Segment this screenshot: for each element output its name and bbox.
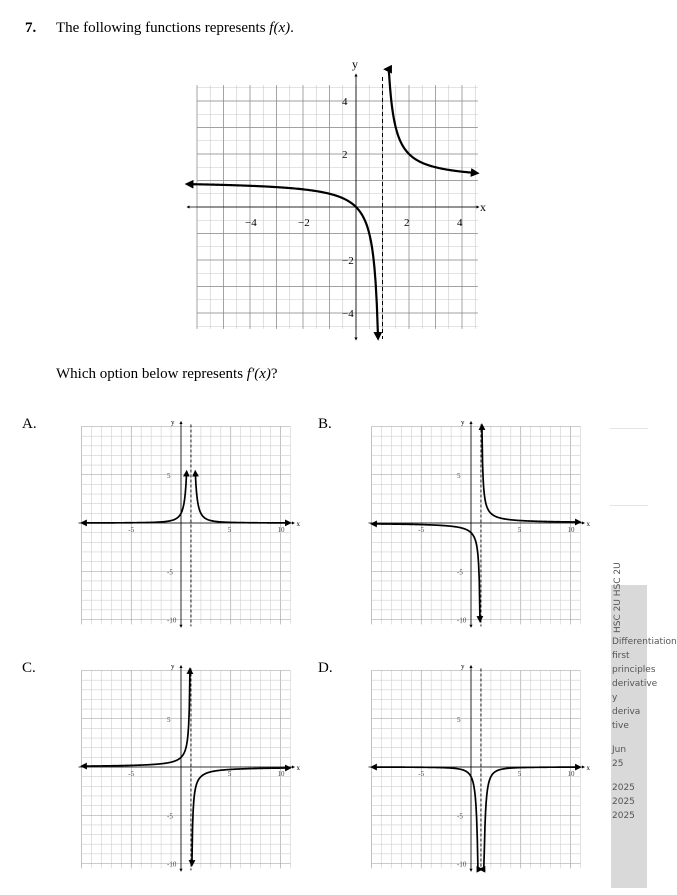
y-tick-label: -5	[167, 568, 173, 576]
curve-branch	[478, 763, 582, 873]
x-tick-label: 5	[228, 526, 232, 534]
sidebar-line: 2025	[612, 783, 635, 793]
curve-branch	[192, 469, 292, 527]
y-tick-label: -10	[457, 617, 467, 625]
sidebar-line: 2025	[612, 811, 635, 821]
y-tick-label: 5	[167, 472, 171, 480]
y-tick-label: 5	[457, 716, 461, 724]
y-tick-label: -10	[167, 617, 177, 625]
x-tick-label: 10	[568, 770, 576, 778]
y-axis-label: y	[171, 663, 175, 671]
x-axis-label: x	[296, 764, 300, 772]
x-tick-label: −4	[245, 217, 257, 229]
sidebar-line: y	[612, 693, 618, 703]
option-d-graph[interactable]: x y -5 5 10 5 -5 -10	[356, 656, 590, 874]
x-tick-label: -5	[128, 770, 134, 778]
curve-branch	[370, 520, 484, 623]
y-tick-label: -5	[167, 812, 173, 820]
question-text-post: .	[290, 20, 294, 36]
x-axis-label: x	[586, 520, 590, 528]
sidebar-line: first	[612, 651, 630, 661]
x-tick-label: 5	[518, 526, 522, 534]
y-tick-label: -5	[457, 812, 463, 820]
x-tick-label: 10	[568, 526, 576, 534]
x-axis-label: x	[480, 200, 486, 214]
x-axis-label: x	[296, 520, 300, 528]
sidebar-course-tag: HSC 2U HSC 2U	[613, 562, 623, 633]
x-tick-label: 5	[228, 770, 232, 778]
y-tick-label: -10	[457, 861, 467, 869]
option-b-label[interactable]: B.	[318, 416, 332, 432]
y-tick-label: -5	[457, 568, 463, 576]
sidebar-line: 2025	[612, 797, 635, 807]
topic-sidebar: HSC 2U HSC 2U Differentiation first princi…	[611, 562, 677, 888]
sidebar-line	[612, 771, 648, 781]
y-axis-label: y	[461, 663, 465, 671]
y-tick-label: 5	[167, 716, 171, 724]
x-axis-label: x	[586, 764, 590, 772]
curve-branch	[478, 423, 582, 526]
prompt-post: ?	[270, 366, 278, 382]
option-c-label[interactable]: C.	[22, 660, 36, 676]
x-tick-label: 2	[404, 217, 410, 229]
curve-branch	[80, 667, 194, 770]
y-tick-label: 5	[457, 472, 461, 480]
curve-branch	[370, 763, 484, 873]
option-b-graph[interactable]: x y -5 5 10 5 -5 -10	[356, 412, 590, 630]
x-tick-label: 10	[278, 526, 286, 534]
y-tick-label: −2	[342, 255, 354, 267]
divider-line	[610, 428, 648, 429]
option-c-graph[interactable]: x y -5 5 10 5 -5 -10	[66, 656, 300, 874]
y-tick-label: −4	[342, 308, 354, 320]
question-text-pre: The following functions represents	[56, 20, 270, 36]
curve-branch	[188, 764, 292, 867]
curve-left-branch	[184, 179, 383, 341]
x-tick-label: -5	[418, 526, 424, 534]
question-text: The following functions represents f(x).	[56, 20, 294, 37]
option-a-graph[interactable]: x y -5 5 10 5 -5 -10	[66, 412, 300, 630]
y-tick-label: 4	[342, 96, 348, 108]
option-a-label[interactable]: A.	[22, 416, 37, 432]
sidebar-line: 25	[612, 759, 624, 769]
option-d-label[interactable]: D.	[318, 660, 333, 676]
y-tick-label: -10	[167, 861, 177, 869]
prompt-pre: Which option below represents	[56, 366, 247, 382]
question-prompt: Which option below represents f′(x)?	[56, 366, 278, 383]
y-axis-label: y	[352, 57, 358, 71]
y-axis-label: y	[171, 419, 175, 427]
prompt-function: f′(x)	[246, 366, 271, 382]
question-function: f(x)	[269, 20, 291, 36]
x-tick-label: 10	[278, 770, 286, 778]
sidebar-line: tive	[612, 721, 629, 731]
sidebar-line: Differentiation	[612, 637, 677, 647]
sidebar-line: principles	[612, 665, 656, 675]
y-tick-label: 2	[342, 149, 348, 161]
x-tick-label: 5	[518, 770, 522, 778]
sidebar-line: Jun	[612, 745, 627, 755]
y-axis-label: y	[461, 419, 465, 427]
main-function-graph: x y −4 −2 2 4 4 2 −2 −4	[184, 57, 486, 341]
question-number: 7.	[25, 20, 37, 36]
sidebar-line: derivative	[612, 679, 658, 689]
sidebar-line	[612, 733, 648, 743]
x-tick-label: -5	[418, 770, 424, 778]
x-tick-label: 4	[457, 217, 463, 229]
divider-line	[610, 505, 648, 506]
curve-branch	[80, 469, 190, 527]
x-tick-label: -5	[128, 526, 134, 534]
x-tick-label: −2	[298, 217, 310, 229]
sidebar-line: deriva	[612, 707, 641, 717]
curve-right-branch	[383, 64, 480, 177]
